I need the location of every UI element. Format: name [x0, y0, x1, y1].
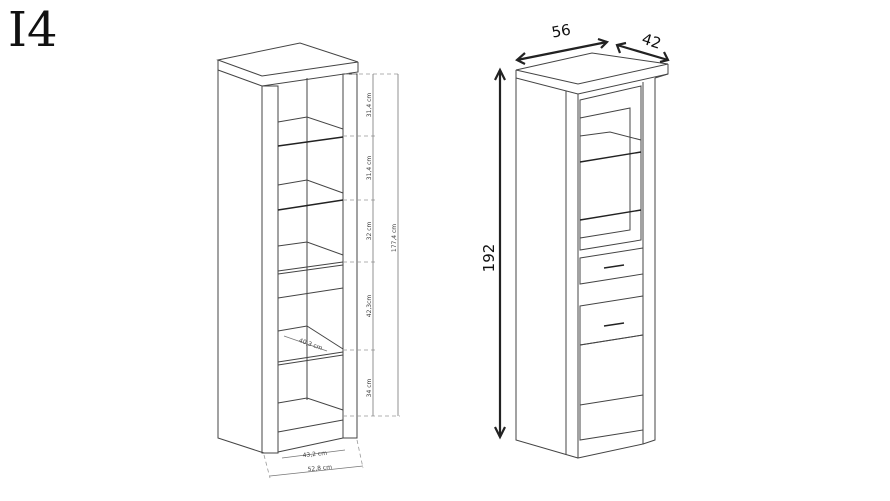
shelf-depth: 40,3 cm [298, 337, 323, 352]
depth-label: 42 [640, 30, 664, 53]
shelves [277, 116, 344, 411]
outer-width: 52,8 cm [307, 464, 332, 474]
cabinet-top [216, 42, 359, 77]
closed-cabinet-drawing: 56 42 192 [480, 21, 670, 459]
shelf-height-3: 32 cm [366, 222, 373, 241]
width-label: 56 [550, 21, 572, 42]
drawer-handle [603, 264, 625, 269]
shelf-height-5: 34 cm [366, 379, 373, 398]
shelf-height-2: 31,4 cm [366, 156, 373, 181]
shelf-height-1: 31,4 cm [366, 93, 373, 118]
lower-door-panel [579, 295, 644, 346]
total-inner-height: 177,4 cm [391, 224, 398, 252]
model-title: I4 [8, 2, 58, 58]
open-cabinet-drawing: 31,4 cm 31,4 cm 32 cm 42,3cm 34 cm 177,4… [216, 42, 400, 479]
dimension-lines [263, 73, 400, 479]
door-handle [603, 322, 625, 327]
drawer [579, 247, 644, 285]
inner-width: 43,2 cm [302, 450, 327, 460]
dimension-arrows [494, 37, 670, 440]
shelf-height-4: 42,3cm [366, 295, 373, 318]
height-label: 192 [480, 244, 498, 273]
